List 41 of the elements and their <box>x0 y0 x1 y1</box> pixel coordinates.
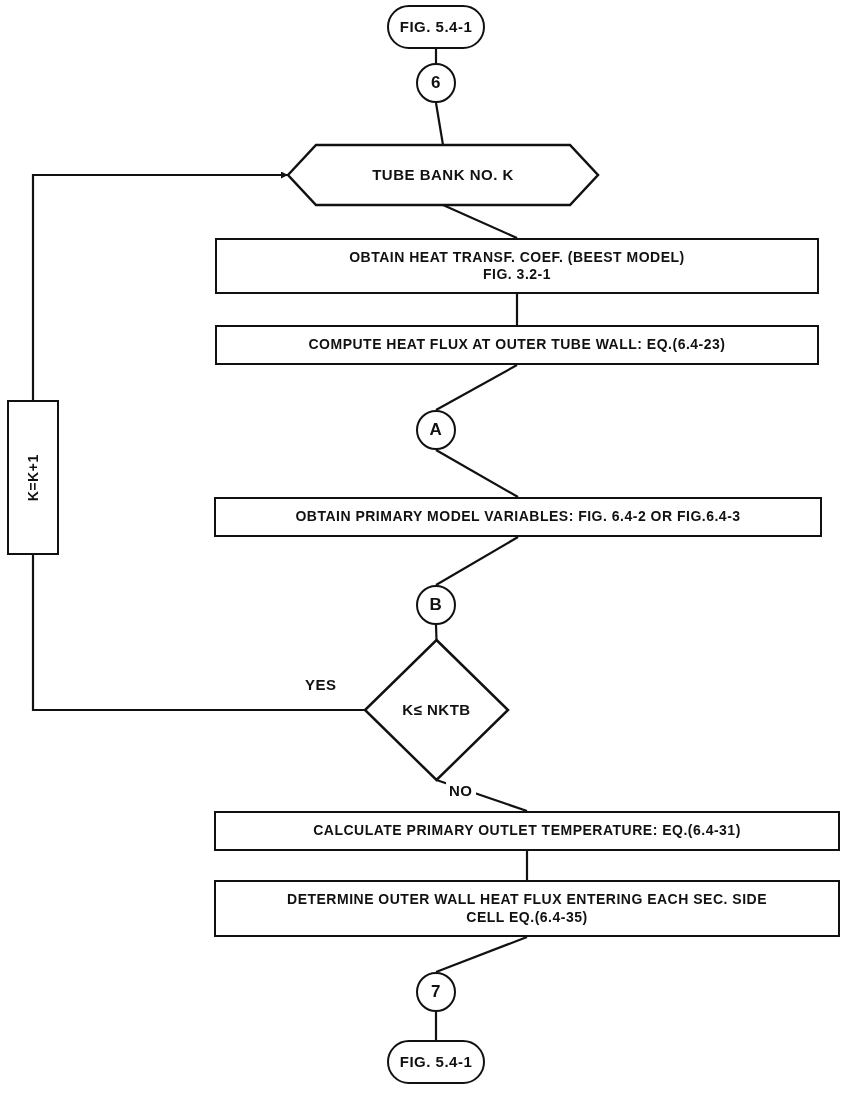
flow-line <box>435 364 518 411</box>
process-box <box>214 811 840 851</box>
process-text: OBTAIN HEAT TRANSF. COEF. (BEEST MODEL) <box>349 248 685 266</box>
process-text: TUBE BANK NO. K <box>372 165 514 185</box>
preparation-hexagon <box>288 145 598 205</box>
flow-line <box>525 851 529 880</box>
flow-line <box>434 102 445 146</box>
flow-line <box>31 555 365 712</box>
terminator-text: FIG. 5.4-1 <box>399 1052 473 1072</box>
flow-line <box>434 49 438 63</box>
process-box <box>215 325 819 365</box>
connector-circle <box>416 410 456 450</box>
terminator-text: FIG. 5.4-1 <box>399 17 473 37</box>
process-box <box>215 238 819 294</box>
connector-circle <box>416 972 456 1012</box>
flow-line <box>435 449 519 498</box>
connector-label: B <box>429 594 443 616</box>
process-text: FIG. 3.2-1 <box>483 266 551 284</box>
decision-diamond <box>365 640 508 780</box>
connector-circle <box>416 63 456 103</box>
flow-line <box>515 294 519 325</box>
flow-line <box>434 1012 438 1040</box>
connector-label: A <box>429 419 443 441</box>
process-box <box>214 880 840 937</box>
process-text: OBTAIN PRIMARY MODEL VARIABLES: FIG. 6.4-2 OR FIG.6.4-3 <box>295 508 741 526</box>
process-box <box>7 400 59 555</box>
process-text: K=K+1 <box>24 454 42 501</box>
flow-line <box>435 536 519 586</box>
process-box <box>214 497 822 537</box>
flow-line <box>31 171 288 400</box>
terminator <box>387 5 485 49</box>
connector-label: 6 <box>431 72 441 94</box>
connector-label: 7 <box>431 981 441 1003</box>
flow-line <box>435 935 528 974</box>
process-text: CALCULATE PRIMARY OUTLET TEMPERATURE: EQ.(6.4-31) <box>313 822 741 840</box>
edge-label: NO <box>446 782 476 799</box>
connector-circle <box>416 585 456 625</box>
terminator <box>387 1040 485 1084</box>
process-text: COMPUTE HEAT FLUX AT OUTER TUBE WALL: EQ.(6.4-23) <box>308 336 726 354</box>
decision-text: K≤ NKTB <box>402 700 471 720</box>
process-text: DETERMINE OUTER WALL HEAT FLUX ENTERING EACH SEC. SIDE CELL EQ.(6.4-35) <box>286 891 768 926</box>
